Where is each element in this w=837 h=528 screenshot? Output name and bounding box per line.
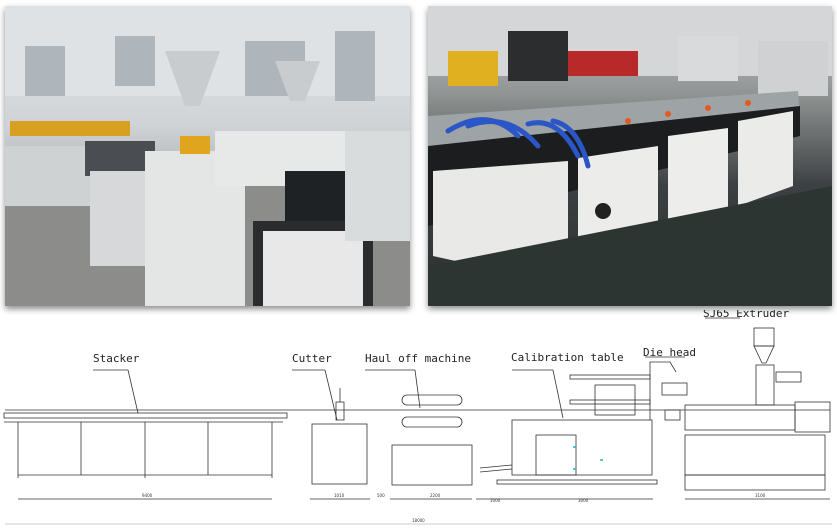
dim-cutter: 1010 [334,493,345,498]
calibration-table-drawing [476,369,658,500]
dim-total: 18000 [412,518,425,523]
label-haul-off-machine: Haul off machine [365,352,471,365]
cutter-drawing [292,369,370,500]
dim-extruder: 3100 [755,493,766,498]
dim-haul-off: 2200 [430,493,441,498]
cyan-connectors [573,446,603,470]
haul-off-drawing [365,369,473,500]
label-cutter: Cutter [292,352,332,365]
factory-photo-extrusion-line [5,6,410,306]
dim-calibration: 3000 [578,498,589,503]
label-calibration-table: Calibration table [511,351,624,364]
production-line-layout-drawing: Stacker Cutter Haul off machine Calibrat… [3,310,832,525]
dim-stacker: 9400 [142,493,153,498]
label-die-head: Die head [643,346,696,359]
label-sj65-extruder: SJ65 Extruder [703,310,789,320]
factory-photo-calibration-table [428,6,832,306]
dim-gap-1: 500 [377,493,385,498]
label-stacker: Stacker [93,352,140,365]
stacker-drawing [3,369,288,500]
sj65-extruder-drawing [684,317,831,500]
dim-gap-2: 1000 [490,498,501,503]
die-head-drawing [645,356,688,421]
